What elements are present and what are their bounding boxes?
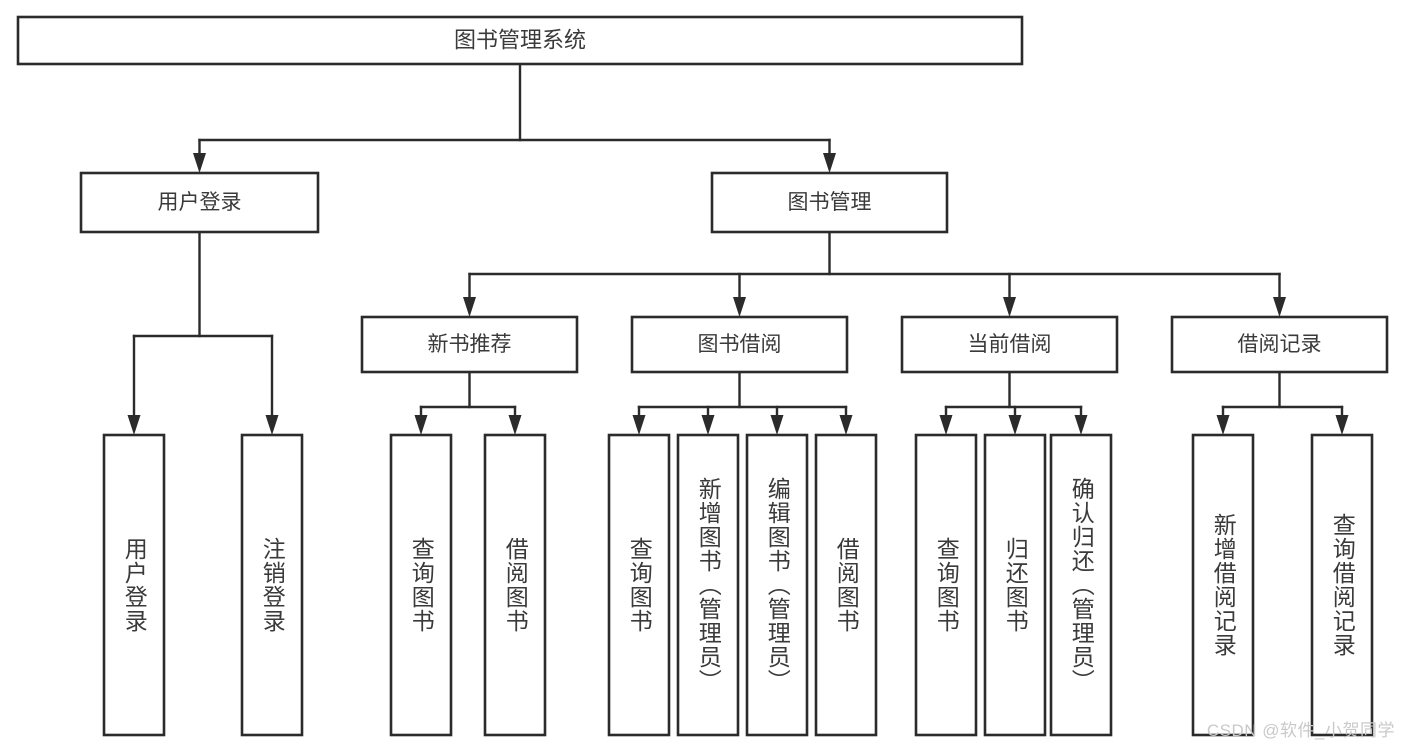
arrow-head-leaf-query-borrow-record (1335, 415, 1349, 435)
node-box-leaf-query-book-borrow[interactable] (607, 433, 671, 737)
arrow-head-book-management (823, 153, 836, 173)
node-box-leaf-user-login[interactable] (102, 433, 166, 737)
arrow-head-leaf-add-book-admin (701, 415, 715, 435)
node-box-borrow-record[interactable] (1170, 315, 1389, 374)
arrow-head-user-login (193, 153, 206, 173)
node-box-leaf-query-book-recommend[interactable] (389, 433, 453, 737)
node-box-new-book-recommend[interactable] (360, 315, 579, 374)
arrow-head-leaf-borrow-book (839, 415, 853, 435)
node-label-borrow-record: 借阅记录 (1238, 333, 1322, 356)
watermark-text: CSDN @软件_小贺同学 (1206, 721, 1395, 740)
arrow-head-leaf-user-login (127, 415, 141, 435)
node-label-new-book-recommend: 新书推荐 (428, 333, 512, 356)
node-label-book-management: 图书管理 (788, 191, 872, 214)
arrow-head-leaf-add-borrow-record (1216, 415, 1230, 435)
node-box-leaf-add-borrow-record[interactable] (1191, 433, 1255, 737)
arrow-head-leaf-confirm-return-admin (1074, 415, 1088, 435)
node-box-leaf-logout-login[interactable] (240, 433, 304, 737)
node-label-root: 图书管理系统 (454, 27, 586, 52)
node-label-book-borrow: 图书借阅 (698, 333, 782, 356)
node-box-leaf-borrow-book[interactable] (814, 433, 878, 737)
arrow-head-borrow-record (1273, 297, 1286, 317)
arrow-head-leaf-query-book-recommend (414, 415, 428, 435)
node-box-leaf-add-book-admin[interactable] (676, 433, 740, 737)
arrow-head-leaf-query-book-borrow (632, 415, 646, 435)
node-box-layer (16, 15, 1389, 737)
arrow-head-leaf-query-book-current (939, 415, 953, 435)
node-box-current-borrow[interactable] (900, 315, 1119, 374)
node-box-book-borrow[interactable] (630, 315, 849, 374)
node-box-leaf-query-borrow-record[interactable] (1310, 433, 1374, 737)
node-box-leaf-confirm-return-admin[interactable] (1049, 433, 1113, 737)
node-box-leaf-borrow-book-recommend[interactable] (483, 433, 547, 737)
node-box-root[interactable] (16, 15, 1024, 66)
node-label-user-login: 用户登录 (158, 191, 242, 214)
node-label-current-borrow: 当前借阅 (968, 333, 1052, 356)
arrow-head-leaf-edit-book-admin (770, 415, 784, 435)
node-box-leaf-edit-book-admin[interactable] (745, 433, 809, 737)
arrow-head-leaf-logout-login (265, 415, 279, 435)
arrow-head-leaf-borrow-book-recommend (508, 415, 522, 435)
arrow-head-leaf-return-book (1008, 415, 1022, 435)
node-box-user-login[interactable] (79, 171, 320, 234)
arrow-head-book-borrow (733, 297, 746, 317)
node-box-leaf-query-book-current[interactable] (914, 433, 978, 737)
node-box-leaf-return-book[interactable] (983, 433, 1047, 737)
connector-layer (127, 62, 1349, 435)
node-box-book-management[interactable] (710, 171, 949, 234)
arrow-head-new-book-recommend (463, 297, 476, 317)
arrow-head-current-borrow (1003, 297, 1016, 317)
